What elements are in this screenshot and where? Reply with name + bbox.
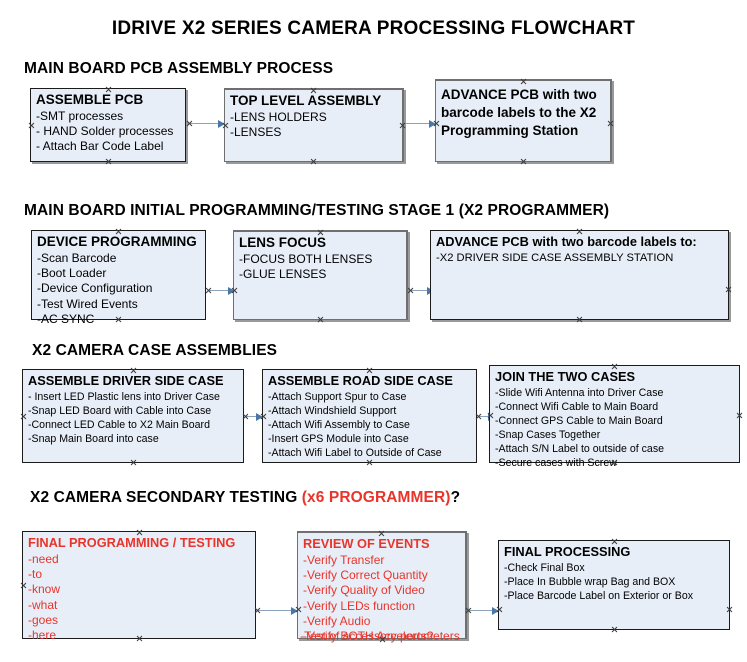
resize-handle-right[interactable]: [725, 286, 732, 293]
section-heading-accent: (x6 PROGRAMMER): [301, 489, 451, 506]
box-line: -Test Wired Events: [37, 296, 138, 311]
box-line: -Verify Correct Quantity: [303, 568, 428, 583]
box-line: -LENS HOLDERS: [230, 110, 327, 124]
arrow-device-programming-to-lens-focus: [208, 286, 235, 295]
box-join-the-two-cases[interactable]: JOIN THE TWO CASES -Slide Wifi Antenna i…: [489, 365, 740, 469]
resize-handle-bottom[interactable]: [105, 158, 112, 165]
box-assemble-pcb[interactable]: ASSEMBLE PCB -SMT processes - HAND Solde…: [30, 88, 186, 162]
box-title: FINAL PROGRAMMING / TESTING: [28, 535, 236, 550]
box-final-processing[interactable]: FINAL PROCESSING -Check Final Box -Place…: [498, 540, 730, 630]
section-heading-main: X2 CAMERA SECONDARY TESTING: [30, 489, 302, 506]
arrow-driver-case-to-road-case: [245, 412, 263, 421]
box-line: -Insert GPS Module into Case: [268, 433, 409, 445]
box-line: -Attach Wifi Assembly to Case: [268, 419, 410, 431]
section-heading-initial-programming: MAIN BOARD INITIAL PROGRAMMING/TESTING S…: [24, 202, 610, 219]
box-top-level-assembly[interactable]: TOP LEVEL ASSEMBLY -LENS HOLDERS -LENSES: [224, 88, 404, 162]
box-title: TOP LEVEL ASSEMBLY: [230, 93, 382, 108]
box-title: JOIN THE TWO CASES: [495, 369, 636, 384]
box-line: -Snap Cases Together: [495, 429, 601, 441]
resize-handle-bottom[interactable]: [130, 459, 137, 466]
section-heading-case-assemblies: X2 CAMERA CASE ASSEMBLIES: [32, 342, 278, 359]
box-line: -Connect LED Cable to X2 Main Board: [28, 419, 210, 431]
box-line: -Attach Wifi Label to Outside of Case: [268, 447, 442, 459]
box-line: -Boot Loader: [37, 266, 107, 281]
box-line: -SMT processes: [36, 109, 124, 123]
box-line: -Attach Windshield Support: [268, 405, 397, 417]
box-line: -LENSES: [230, 125, 282, 140]
box-title: REVIEW OF EVENTS: [303, 536, 430, 551]
box-line: - HAND Solder processes: [36, 124, 174, 139]
section-heading-tail: ?: [450, 489, 461, 506]
box-line: - Insert LED Plastic lens into Driver Ca…: [28, 391, 220, 403]
box-line: -X2 DRIVER SIDE CASE ASSEMBLY STATION: [436, 252, 674, 264]
box-title: ASSEMBLE PCB: [36, 92, 144, 107]
box-title: LENS FOCUS: [239, 235, 327, 250]
resize-handle-left[interactable]: [28, 122, 35, 129]
box-lens-focus[interactable]: LENS FOCUS -FOCUS BOTH LENSES -GLUE LENS…: [233, 230, 408, 320]
resize-handle-left[interactable]: [20, 582, 27, 589]
box-line: -need: [28, 552, 59, 566]
arrow-review-to-final-processing: [468, 606, 499, 615]
box-line: -Place In Bubble wrap Bag and BOX: [504, 576, 676, 588]
box-line: -Device Configuration: [37, 281, 153, 296]
arrow-assemble-pcb-to-top-level: [188, 119, 225, 128]
resize-handle-right[interactable]: [726, 606, 733, 613]
box-line: -Verify BOTH Accelerometers: [303, 629, 460, 644]
box-line: -to: [28, 567, 43, 582]
section-heading-secondary-testing: X2 CAMERA SECONDARY TESTING (x6 PROGRAMM…: [30, 489, 460, 507]
box-device-programming[interactable]: DEVICE PROGRAMMING -Scan Barcode -Boot L…: [31, 230, 206, 326]
box-line: -Check Final Box: [504, 562, 585, 574]
box-line: -GLUE LENSES: [239, 267, 327, 282]
box-assemble-driver-side-case[interactable]: ASSEMBLE DRIVER SIDE CASE - Insert LED P…: [22, 369, 244, 463]
box-line: -Attach S/N Label to outside of case: [495, 443, 665, 455]
box-line: - Attach Bar Code Label: [36, 139, 164, 154]
box-title: ADVANCE PCB with two barcode labels to:: [436, 234, 697, 249]
box-title: DEVICE PROGRAMMING: [37, 234, 197, 249]
resize-handle-bottom[interactable]: [520, 158, 527, 165]
box-line: -Scan Barcode: [37, 251, 117, 265]
box-title: ADVANCE PCB with two barcode labels to t…: [441, 87, 597, 138]
box-line: -Secure cases with Screw: [495, 457, 617, 469]
box-review-of-events[interactable]: REVIEW OF EVENTS -Verify Transfer -Verif…: [297, 531, 467, 643]
box-line: -Attach Support Spur to Case: [268, 391, 407, 403]
box-line: -Verify LEDs function: [303, 598, 416, 613]
box-line: -here: [28, 628, 57, 643]
box-line: -Place Barcode Label on Exterior or Box: [504, 590, 694, 602]
box-title: ASSEMBLE DRIVER SIDE CASE: [28, 373, 224, 388]
resize-handle-bottom[interactable]: [310, 158, 317, 165]
box-line: -Connect Wifi Cable to Main Board: [495, 401, 659, 413]
box-line: -AC SYNC: [37, 311, 95, 326]
resize-handle-bottom[interactable]: [576, 316, 583, 323]
box-line: -Snap LED Board with Cable into Case: [28, 405, 212, 417]
page-title: IDRIVE X2 SERIES CAMERA PROCESSING FLOWC…: [111, 18, 636, 39]
box-title: ASSEMBLE ROAD SIDE CASE: [268, 373, 453, 388]
box-line: -what: [28, 597, 58, 612]
box-advance-pcb-programming-station[interactable]: ADVANCE PCB with two barcode labels to t…: [435, 79, 612, 162]
arrow-top-level-to-advance-pcb: [406, 119, 436, 128]
box-title: FINAL PROCESSING: [504, 544, 631, 559]
resize-handle-bottom[interactable]: [317, 316, 324, 323]
box-line: -Verify Audio: [303, 613, 371, 628]
box-line: -know: [28, 582, 61, 597]
box-advance-pcb-case-assembly-station[interactable]: ADVANCE PCB with two barcode labels to: …: [430, 230, 729, 320]
arrow-final-programming-to-review: [257, 606, 298, 615]
box-line: -Slide Wifi Antenna into Driver Case: [495, 387, 664, 399]
resize-handle-left[interactable]: [20, 413, 27, 420]
box-line: -Connect GPS Cable to Main Board: [495, 415, 663, 427]
resize-handle-bottom[interactable]: [611, 626, 618, 633]
resize-handle-top[interactable]: [520, 78, 527, 85]
section-heading-pcb-assembly: MAIN BOARD PCB ASSEMBLY PROCESS: [24, 60, 334, 77]
box-final-programming-testing[interactable]: FINAL PROGRAMMING / TESTING -need -to -k…: [20, 531, 256, 642]
box-review-of-events-overflow-line: -Test of accessory ports?: [300, 629, 434, 643]
box-assemble-road-side-case[interactable]: ASSEMBLE ROAD SIDE CASE -Attach Support …: [262, 369, 477, 463]
box-line: -Snap Main Board into case: [28, 433, 159, 445]
box-line: -goes: [28, 612, 59, 627]
box-line: -Verify Quality of Video: [303, 583, 425, 598]
box-line: -FOCUS BOTH LENSES: [239, 252, 373, 266]
box-line: -Verify Transfer: [303, 553, 385, 567]
